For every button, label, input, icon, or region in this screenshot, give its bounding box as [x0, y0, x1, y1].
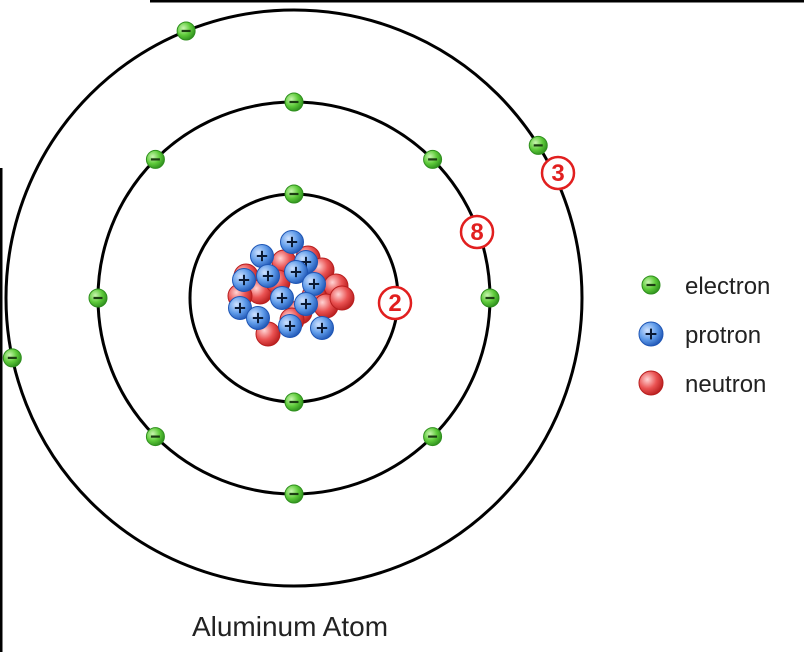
- legend-item-proton: protron: [638, 321, 761, 349]
- electron-shell-2: [284, 484, 304, 504]
- neutron: [329, 285, 355, 311]
- legend: electron protron neutron: [638, 273, 770, 398]
- shell-label-1: 2: [377, 285, 413, 321]
- proton: [270, 286, 294, 310]
- legend-electron-icon: [641, 275, 661, 295]
- electron-shell-2: [480, 288, 500, 308]
- proton: [256, 264, 280, 288]
- svg-text:8: 8: [470, 219, 483, 246]
- shell-labels: 2 8 3: [377, 155, 576, 321]
- svg-text:3: 3: [551, 160, 564, 187]
- electron-shell-1: [284, 184, 304, 204]
- nucleus: [227, 230, 355, 347]
- proton: [278, 314, 302, 338]
- electron-shell-3: [176, 21, 196, 41]
- electron-shell-1: [284, 392, 304, 412]
- legend-proton-icon: [638, 321, 664, 347]
- electron-shell-2: [423, 149, 443, 169]
- legend-label: electron: [685, 273, 770, 300]
- legend-item-electron: electron: [641, 273, 770, 300]
- electron-shell-2: [88, 288, 108, 308]
- electron-shell-2: [145, 149, 165, 169]
- legend-label: neutron: [685, 371, 766, 398]
- shell-label-3: 3: [540, 155, 576, 191]
- legend-label: protron: [685, 322, 761, 349]
- legend-item-neutron: neutron: [638, 370, 766, 398]
- electrons: [2, 21, 548, 504]
- proton: [246, 306, 270, 330]
- svg-text:2: 2: [388, 290, 401, 317]
- electron-shell-3: [528, 135, 548, 155]
- electron-shell-2: [423, 427, 443, 447]
- proton: [280, 230, 304, 254]
- proton: [284, 260, 308, 284]
- proton: [294, 292, 318, 316]
- proton: [250, 244, 274, 268]
- electron-shell-2: [284, 92, 304, 112]
- electron-shell-2: [145, 427, 165, 447]
- proton: [310, 316, 334, 340]
- diagram-title: Aluminum Atom: [192, 611, 388, 642]
- orbit-shell-3: [4, 8, 584, 588]
- legend-neutron-icon: [638, 370, 664, 396]
- electron-shell-3: [2, 348, 22, 368]
- proton: [232, 268, 256, 292]
- shell-label-2: 8: [459, 214, 495, 250]
